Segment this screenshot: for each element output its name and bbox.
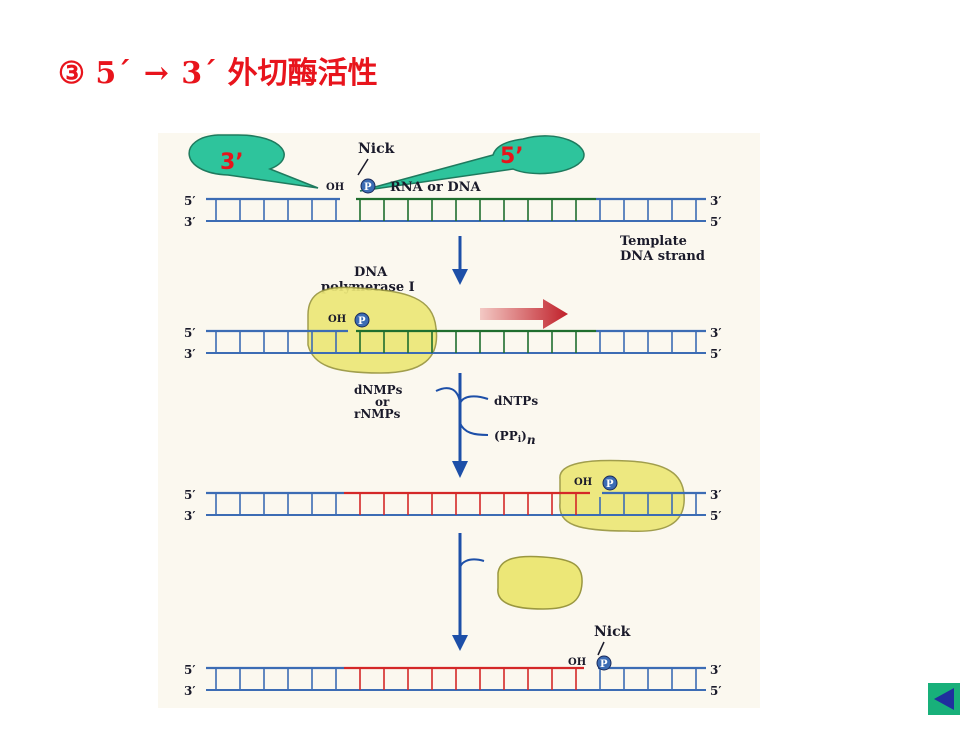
row1-three-prime-right: 3′ [710,194,722,208]
title-prime-2: ´ [202,56,218,91]
pp-sub: i [518,435,522,445]
phosphate-icon [596,655,612,671]
title-arrow: → [143,56,169,91]
pp-n: n [527,433,536,447]
row4-five-prime-left: 5′ [184,663,196,677]
pyrophosphate-label: (PPi)n [494,429,536,447]
released-label-line3: rNMPs [354,407,401,421]
back-triangle-icon [934,688,954,710]
nick-label-bottom: Nick [594,624,631,640]
nick-site-top: OH P [326,178,376,194]
row3-five-prime-left: 5′ [184,488,196,502]
dna-duplex-row3 [206,491,706,516]
pp-close: ) [521,429,527,443]
title-five-end: 5 [95,56,117,91]
phosphate-letter-top: P [364,182,372,193]
dna-polymerase-figure: 3’ 5’ Nick RNA or DNA 5′ 3′ 3′ 5′ OH P T… [158,133,760,708]
slide-title: ③ 5´ → 3´ 外切酶活性 [58,48,378,92]
row4-five-prime-right: 5′ [710,684,722,698]
nick-site-row2: OH P [328,312,370,328]
movement-arrow-icon [480,299,568,329]
callout-left: 3’ [188,134,319,189]
dna-duplex-row1 [206,197,706,222]
row2-five-prime-right: 5′ [710,347,722,361]
dna-duplex-row2 [206,329,706,354]
pp-main: (PP [494,429,518,443]
title-three-end: 3 [181,56,203,91]
pp-branch [459,422,489,436]
phosphate-letter-row2: P [358,316,366,327]
row3-three-prime-left: 3′ [184,509,196,523]
callout-right: 5’ [359,135,585,192]
template-label-line2: DNA strand [620,249,705,264]
nick-pointer-top [357,158,369,176]
row2-three-prime-right: 3′ [710,326,722,340]
rna-or-dna-label: RNA or DNA [390,180,482,195]
phosphate-letter-row3: P [606,479,614,490]
title-circled-number: ③ [58,56,85,91]
nick-pointer-bottom [597,641,605,656]
callout-right-text: 5’ [500,144,524,169]
callout-left-text: 3’ [220,150,244,175]
oh-label-top: OH [326,182,344,193]
row4-three-prime-right: 3′ [710,663,722,677]
released-polymerase-enzyme [497,555,583,610]
released-label-line2: or [375,395,390,409]
phosphate-letter-bottom: P [600,659,608,670]
oh-label-bottom: OH [568,657,586,668]
step-arrowhead-2 [452,461,468,478]
nav-back-button[interactable] [928,683,960,715]
row2-three-prime-left: 3′ [184,347,196,361]
polymerase-enzyme-row3 [559,459,685,533]
row4-three-prime-left: 3′ [184,684,196,698]
row3-three-prime-right: 3′ [710,488,722,502]
incoming-branch [459,395,489,404]
template-label-line1: Template [620,234,687,249]
row2-five-prime-left: 5′ [184,326,196,340]
phosphate-icon [354,312,370,328]
title-prime-1: ´ [116,56,132,91]
figure-canvas: 3’ 5’ Nick RNA or DNA 5′ 3′ 3′ 5′ OH P T… [184,134,722,698]
nick-label-top: Nick [358,141,395,157]
step-arrowhead-3 [452,635,468,651]
phosphate-icon [602,475,618,491]
release-branch [435,387,461,404]
phosphate-icon [360,178,376,194]
row1-five-prime-right: 5′ [710,215,722,229]
release-enzyme-branch [458,558,485,574]
step-arrowhead-1 [452,269,468,285]
oh-label-row2: OH [328,314,346,325]
row1-five-prime-left: 5′ [184,194,196,208]
dna-duplex-row4 [206,666,706,691]
row3-five-prime-right: 5′ [710,509,722,523]
nick-site-bottom: OH P [568,655,612,671]
title-activity: 外切酶活性 [227,56,378,91]
oh-label-row3: OH [574,477,592,488]
enzyme-label-line1: DNA [354,265,388,280]
released-label-line1: dNMPs [354,383,403,397]
incoming-label: dNTPs [494,394,538,408]
row1-three-prime-left: 3′ [184,215,196,229]
nick-site-row3: OH P [574,475,618,491]
